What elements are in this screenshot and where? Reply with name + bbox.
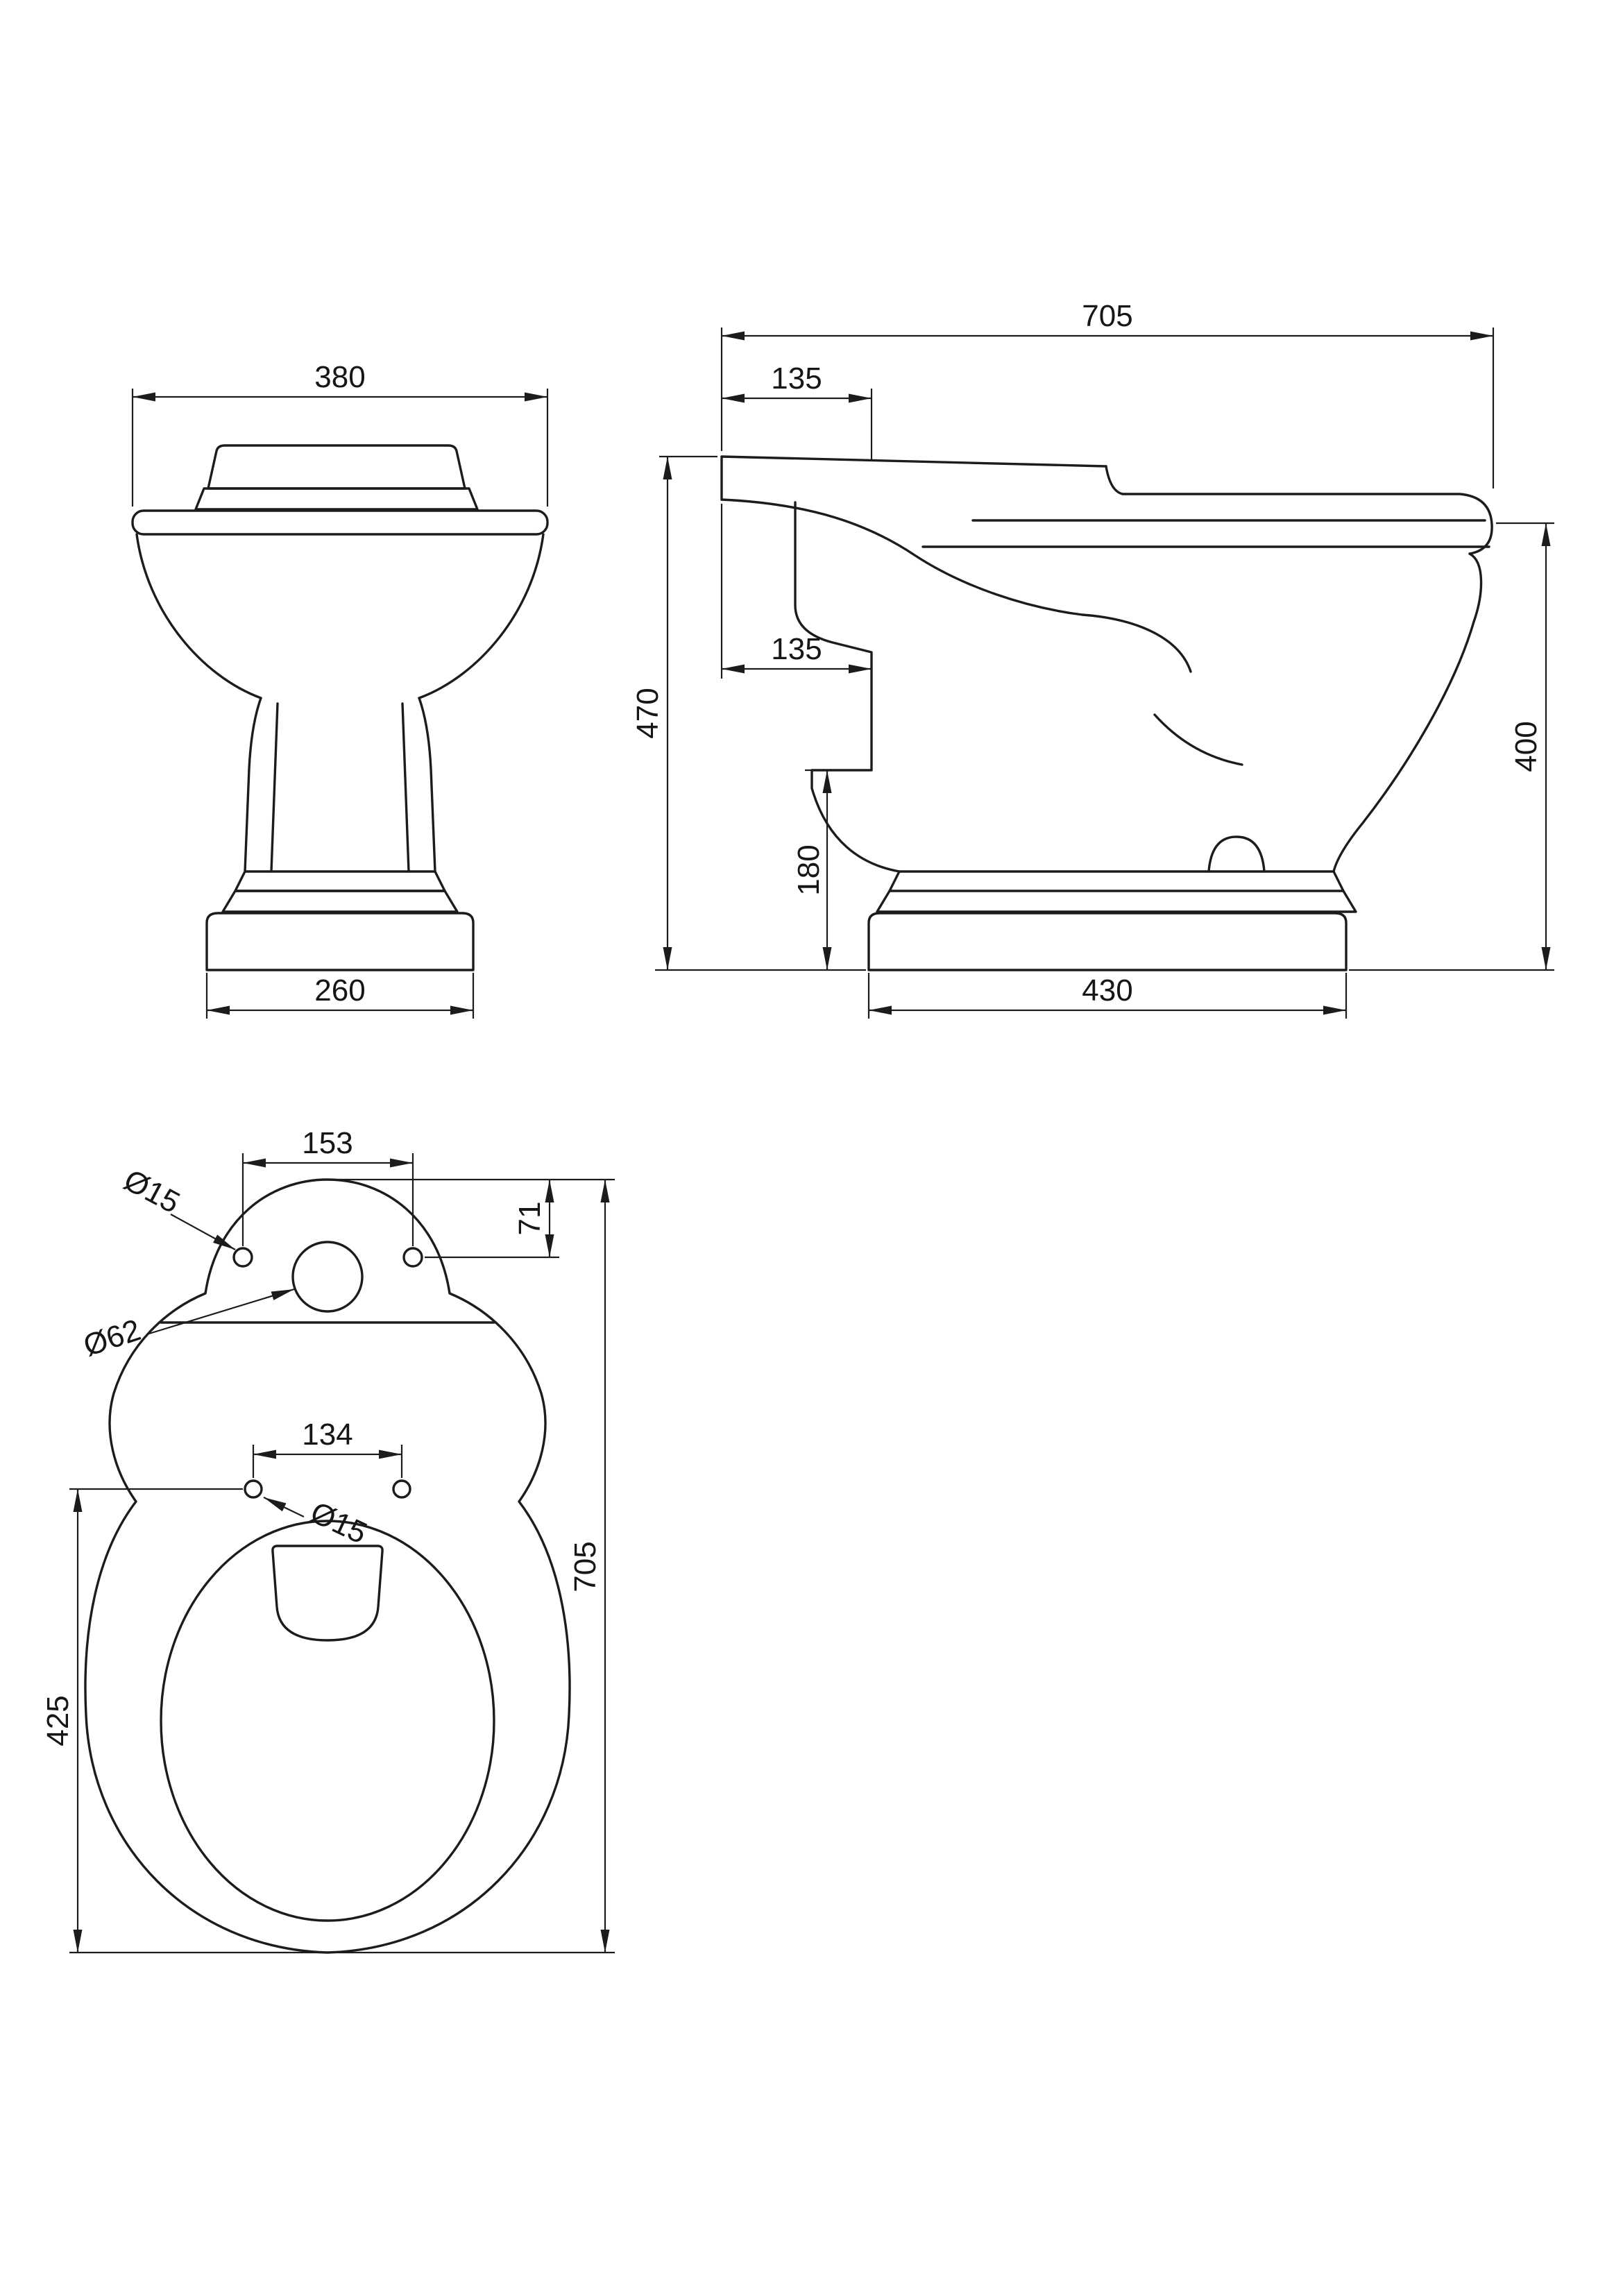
dim-text-base-width: 260 <box>314 973 365 1007</box>
plan-inlet-circle <box>291 1241 364 1313</box>
front-lid-band-outline <box>194 487 479 511</box>
leader-line <box>148 1288 295 1335</box>
label-plan-seat-hole-dia: Ø15 <box>263 1495 372 1551</box>
side-lid-top-outline <box>1121 493 1493 555</box>
front-pedestal-left-outline <box>244 697 262 873</box>
dim-text-overall-depth: 705 <box>1082 299 1132 333</box>
dim-side-overall-depth: 705 <box>720 299 1495 488</box>
dim-text-fixing-hole-offset: 71 <box>513 1202 547 1236</box>
plan-seat-hole-right <box>392 1479 411 1499</box>
plan-seat-hole-left <box>244 1479 263 1499</box>
leader-line <box>263 1497 305 1517</box>
front-pedestal-flute-right <box>401 702 410 873</box>
dim-side-rim-height: 400 <box>1349 522 1554 971</box>
dim-text-overall-height: 470 <box>631 688 665 738</box>
side-flush-channel-curve <box>720 498 1084 616</box>
front-seat-rim-outline <box>131 509 549 536</box>
dim-side-base-depth: 430 <box>867 973 1348 1019</box>
dim-text-outlet-height: 180 <box>792 844 826 895</box>
front-plinth-step1 <box>234 870 446 892</box>
side-hinge-step <box>1105 465 1124 495</box>
label-plan-inlet-dia: Ø62 <box>79 1288 295 1363</box>
dim-side-outlet-height: 180 <box>792 769 847 970</box>
dim-plan-fixing-hole-spacing: 153 <box>241 1126 414 1246</box>
dim-text-fixing-hole-spacing: 153 <box>302 1126 352 1160</box>
side-plinth-step2 <box>876 890 1357 913</box>
side-bowl-inner-back <box>1081 613 1192 673</box>
plan-fixing-hole-left <box>232 1247 253 1268</box>
dim-plan-holes-to-front: 425 <box>41 1488 615 1954</box>
side-back-outlet-profile <box>794 501 901 873</box>
side-bowl-exterior-outline <box>1332 552 1483 873</box>
side-cistern-shelf-outline <box>720 455 1107 501</box>
front-plinth-base <box>205 912 475 971</box>
plan-body-outline <box>84 1178 571 1954</box>
dim-front-seat-width: 380 <box>131 360 549 507</box>
leader-line <box>170 1214 236 1250</box>
dim-text-seat-width: 380 <box>314 360 365 394</box>
side-plinth-step1 <box>888 870 1345 892</box>
dim-plan-fixing-hole-offset: 71 <box>333 1178 615 1259</box>
front-bowl-left-outline <box>135 533 262 699</box>
side-plinth-base <box>867 912 1348 971</box>
label-text-seat-hole-dia: Ø15 <box>305 1495 372 1551</box>
plan-fixing-hole-right <box>402 1247 423 1268</box>
dim-plan-seat-hole-spacing: 134 <box>252 1418 403 1478</box>
dim-text-base-depth: 430 <box>1082 973 1132 1007</box>
dim-text-holes-to-front: 425 <box>41 1695 75 1746</box>
label-text-inlet-dia: Ø62 <box>79 1313 144 1363</box>
dim-text-rim-height: 400 <box>1509 721 1543 772</box>
plan-view: 153 71 Ø15 Ø62 134 Ø15 <box>41 1126 615 1954</box>
front-pedestal-flute-left <box>270 702 279 873</box>
front-view: 380 260 <box>131 360 549 1019</box>
dim-side-outlet-setback: 135 <box>720 504 872 679</box>
dim-text-seat-hole-spacing: 134 <box>302 1418 352 1452</box>
dim-plan-overall-length: 705 <box>568 1180 610 1953</box>
side-trap-hint-curve <box>1153 713 1243 766</box>
dim-text-outlet-setback: 135 <box>771 632 822 666</box>
dim-side-overall-height: 470 <box>631 455 866 971</box>
label-text-fixing-hole-dia: Ø15 <box>119 1163 185 1220</box>
front-lid-knob-outline <box>207 444 466 490</box>
plan-bowl-opening <box>160 1520 495 1922</box>
dim-front-base-width: 260 <box>205 973 475 1019</box>
front-bowl-right-outline <box>418 533 545 699</box>
label-plan-fixing-hole-dia: Ø15 <box>119 1163 236 1250</box>
plan-flush-outlet-shape <box>271 1545 384 1642</box>
dim-side-inlet-setback: 135 <box>722 362 873 461</box>
dim-text-inlet-setback: 135 <box>771 362 822 396</box>
front-plinth-step2 <box>221 890 459 913</box>
front-pedestal-right-outline <box>418 697 436 873</box>
dim-text-overall-length: 705 <box>568 1541 602 1592</box>
side-view: 705 135 470 135 180 400 <box>631 299 1554 1019</box>
side-trap-bump <box>1207 835 1266 873</box>
